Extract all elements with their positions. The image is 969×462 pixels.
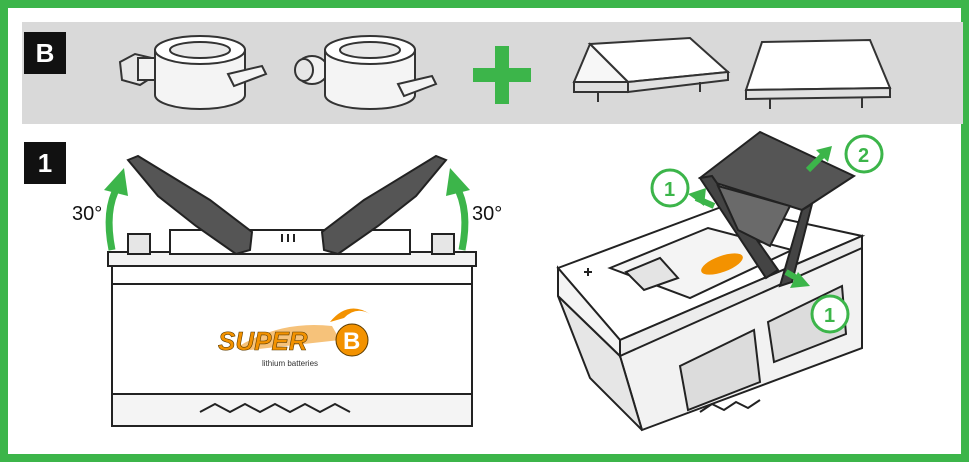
callout-bottom-right: 1 [810,294,850,334]
curved-arrow-icon [105,184,122,251]
curved-arrow-icon-right [452,184,469,251]
cover-plate-right [744,38,892,109]
angle-label-left: 30° [72,203,102,225]
handle-right [320,154,448,256]
callout-top-left-label: 1 [664,179,675,201]
logo-word: SUPER [218,326,308,356]
terminal-ring-right [294,35,438,110]
curved-arrow-head-right [446,168,470,196]
terminal-ring-left [118,35,268,110]
logo-tagline: lithium batteries [262,359,318,368]
logo-letter: B [343,328,360,355]
curved-arrow-head-left [104,168,128,196]
callout-top-left: 1 [650,168,690,208]
callout-top-right: 2 [844,134,884,174]
step-1-badge: 1 [24,142,66,184]
lifted-handle [697,130,857,288]
straight-arrow-icon [688,146,832,288]
cover-plate-left [572,36,731,102]
super-b-logo: SUPER B lithium batteries [218,308,370,368]
callout-top-right-label: 2 [858,145,869,167]
step-b-badge: B [24,32,66,74]
plus-icon [473,46,531,104]
handle-left [126,154,254,256]
callout-bottom-right-label: 1 [824,305,835,327]
top-logo-mark [701,253,743,275]
angle-label-right: 30° [472,203,502,225]
